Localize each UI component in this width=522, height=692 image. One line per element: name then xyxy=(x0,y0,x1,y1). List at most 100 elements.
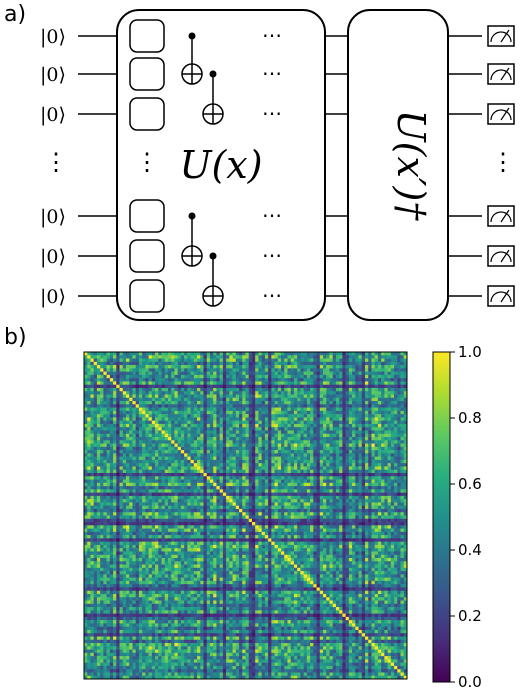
heatmap-cell xyxy=(352,482,356,487)
heatmap-cell xyxy=(119,489,124,493)
heatmap-cell xyxy=(245,397,250,402)
heatmap-cell xyxy=(161,371,166,376)
heatmap-cell xyxy=(187,486,191,490)
heatmap-cell xyxy=(293,361,298,366)
heatmap-cell xyxy=(403,486,408,490)
heatmap-cell xyxy=(261,456,266,461)
heatmap-cell xyxy=(345,423,350,428)
heatmap-cell xyxy=(129,440,133,444)
heatmap-cell xyxy=(216,512,220,516)
heatmap-cell xyxy=(377,410,382,415)
heatmap-cell xyxy=(264,391,269,395)
heatmap-cell xyxy=(368,456,372,461)
heatmap-cell xyxy=(180,427,185,431)
heatmap-cell xyxy=(384,420,388,425)
heatmap-cell xyxy=(167,378,172,382)
heatmap-cell xyxy=(145,401,149,405)
heatmap-cell xyxy=(281,407,285,412)
heatmap-cell xyxy=(222,443,227,448)
heatmap-cell xyxy=(323,476,327,480)
heatmap-cell xyxy=(377,355,382,359)
heatmap-cell xyxy=(323,410,327,415)
heatmap-cell xyxy=(161,427,166,431)
heatmap-cell xyxy=(93,361,98,366)
heatmap-cell xyxy=(384,358,388,363)
heatmap-cell xyxy=(235,352,240,356)
heatmap-cell xyxy=(193,430,198,435)
heatmap-cell xyxy=(258,397,262,402)
heatmap-cell xyxy=(342,387,346,392)
heatmap-cell xyxy=(358,391,363,395)
heatmap-cell xyxy=(138,371,143,376)
heatmap-cell xyxy=(235,443,240,448)
heatmap-cell xyxy=(326,502,330,506)
heatmap-cell xyxy=(352,446,356,451)
heatmap-cell xyxy=(164,404,169,408)
heatmap-cell xyxy=(274,414,279,418)
heatmap-cell xyxy=(197,381,201,385)
heatmap-cell xyxy=(323,502,327,506)
heatmap-cell xyxy=(222,417,227,421)
heatmap-cell xyxy=(206,371,211,376)
heatmap-cell xyxy=(242,417,246,421)
heatmap-cell xyxy=(203,420,208,425)
heatmap-cell xyxy=(109,371,114,376)
heatmap-cell xyxy=(145,512,149,516)
heatmap-cell xyxy=(167,512,172,516)
heatmap-cell xyxy=(84,417,88,421)
heatmap-cell xyxy=(200,391,204,395)
heatmap-cell xyxy=(184,505,188,510)
heatmap-cell xyxy=(332,495,337,500)
heatmap-cell xyxy=(290,433,295,438)
heatmap-cell xyxy=(190,450,195,454)
heatmap-cell xyxy=(306,437,311,441)
heatmap-cell xyxy=(394,430,398,435)
heatmap-cell xyxy=(235,374,240,379)
heatmap-cell xyxy=(319,476,324,480)
heatmap-cell xyxy=(222,430,227,435)
heatmap-cell xyxy=(229,489,233,493)
heatmap-cell xyxy=(326,505,330,510)
heatmap-cell xyxy=(258,407,262,412)
heatmap-cell xyxy=(103,397,107,402)
heatmap-cell xyxy=(387,502,392,506)
heatmap-cell xyxy=(277,492,282,497)
heatmap-cell xyxy=(329,391,334,395)
heatmap-cell xyxy=(277,446,282,451)
heatmap-cell xyxy=(384,365,388,369)
heatmap-cell xyxy=(297,427,301,431)
heatmap-cell xyxy=(213,489,217,493)
heatmap-cell xyxy=(251,401,256,405)
heatmap-cell xyxy=(355,437,359,441)
heatmap-cell xyxy=(142,499,146,503)
heatmap-cell xyxy=(255,463,259,467)
heatmap-cell xyxy=(297,404,301,408)
heatmap-cell xyxy=(316,417,321,421)
heatmap-cell xyxy=(352,508,356,513)
heatmap-cell xyxy=(245,391,250,395)
heatmap-cell xyxy=(193,505,198,510)
heatmap-cell xyxy=(339,430,343,435)
heatmap-cell xyxy=(222,495,227,500)
heatmap-cell xyxy=(206,387,211,392)
heatmap-cell xyxy=(84,463,88,467)
heatmap-cell xyxy=(248,486,253,490)
heatmap-cell xyxy=(387,489,392,493)
heatmap-cell xyxy=(377,401,382,405)
heatmap-cell xyxy=(203,512,208,516)
heatmap-cell xyxy=(242,427,246,431)
heatmap-cell xyxy=(155,453,159,457)
heatmap-cell xyxy=(319,387,324,392)
heatmap-cell xyxy=(300,414,304,418)
heatmap-cell xyxy=(342,479,346,484)
heatmap-cell xyxy=(310,466,314,471)
heatmap-cell xyxy=(264,495,269,500)
heatmap-cell xyxy=(190,443,195,448)
heatmap-cell xyxy=(394,358,398,363)
heatmap-cell xyxy=(329,456,334,461)
heatmap-cell xyxy=(100,404,104,408)
heatmap-cell xyxy=(184,502,188,506)
heatmap-cell xyxy=(358,495,363,500)
heatmap-cell xyxy=(113,414,117,418)
